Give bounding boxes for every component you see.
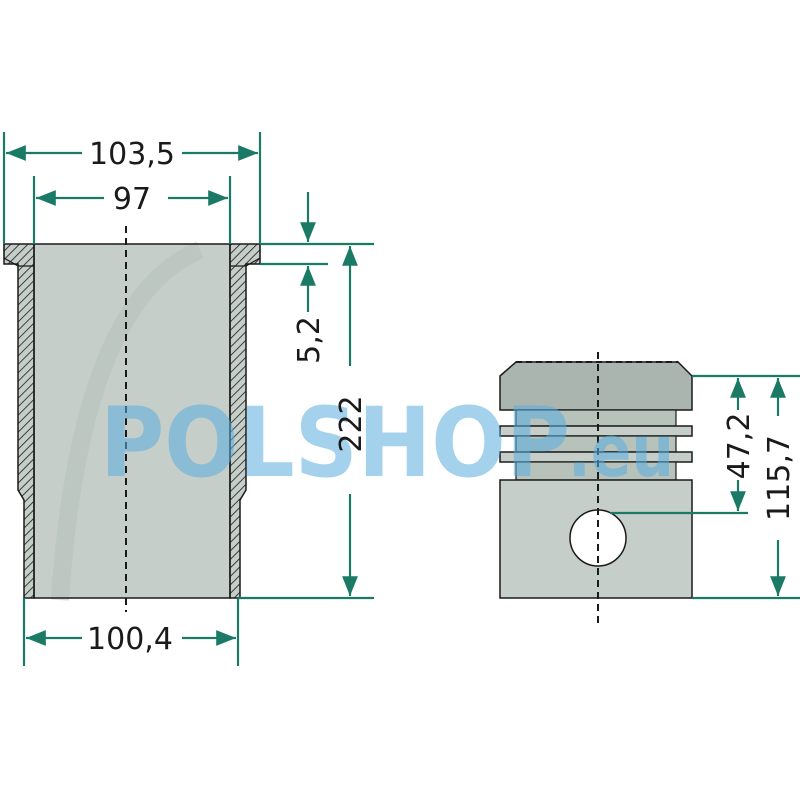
dim-liner-length: 222: [334, 395, 369, 452]
liner-left-wall: [3, 243, 35, 599]
dim-liner-bore-diameter: 97: [113, 182, 151, 217]
watermark-brand: POLSHOP: [100, 387, 570, 499]
piston: [499, 352, 693, 626]
dim-liner-outer-diameter: 100,4: [87, 622, 173, 657]
liner-flange-left: [3, 244, 34, 267]
liner-outline: [33, 243, 231, 599]
cylinder-liner: [3, 226, 261, 612]
piston-dimensions: [610, 374, 800, 600]
liner-dimensions: [2, 132, 374, 666]
dim-flange-height: 5,2: [292, 316, 327, 364]
dim-piston-height: 115,7: [762, 435, 797, 521]
dim-pin-height: 47,2: [722, 413, 757, 480]
liner-shading: [51, 241, 204, 601]
watermark: POLSHOP .eu: [100, 387, 674, 499]
dim-liner-flange-outer-diameter: 103,5: [89, 137, 175, 172]
watermark-domain: .eu: [568, 409, 674, 493]
liner-flange-right: [230, 244, 261, 267]
